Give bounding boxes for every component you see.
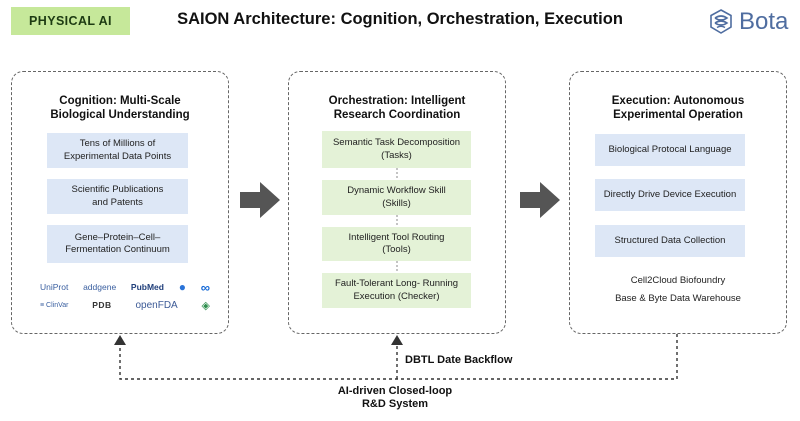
cognition-panel: Cognition: Multi-Scale Biological Unders… [11,71,229,334]
physical-ai-badge: PHYSICAL AI [11,7,130,35]
pubmed-logo: PubMed [130,282,164,292]
closed-loop-label-line2: R&D System [361,398,429,410]
right-arrow-icon [520,182,560,218]
dbtl-backflow-label: DBTL Date Backflow [405,354,513,366]
cognition-item-continuum: Gene–Protein–Cell– Fermentation Continuu… [47,225,188,263]
dotted-connector [396,168,398,180]
dotted-connector [396,215,398,227]
openfda-logo: openFDA [135,299,178,311]
clinvar-logo: ≡ ClinVar [40,301,69,309]
execution-item-device-execution: Directly Drive Device Execution [595,179,745,211]
dotted-connector [396,261,398,273]
circle-source-icon: ● [178,280,186,294]
page-title: SAION Architecture: Cognition, Orchestra… [177,10,623,28]
data-warehouse-label: Base & Byte Data Warehouse [615,293,741,304]
data-source-logos: UniProt addgene PubMed ● ∞ ≡ ClinVar PDB… [40,280,210,312]
cognition-title: Cognition: Multi-Scale Biological Unders… [50,95,190,121]
orchestration-step-tools: Intelligent Tool Routing (Tools) [322,227,471,261]
closed-loop-label-line1: AI-driven Closed-loop [337,385,453,397]
addgene-logo: addgene [83,282,117,292]
meta-logo-icon: ∞ [200,279,210,295]
pdb-logo: PDB [92,300,112,310]
execution-title: Execution: Autonomous Experimental Opera… [611,95,745,121]
right-arrow-icon [240,182,280,218]
cell2cloud-biofoundry-label: Cell2Cloud Biofoundry [630,275,726,286]
orchestration-title: Orchestration: Intelligent Research Coor… [328,95,466,121]
bota-logo: Bota [706,6,788,38]
execution-panel: Execution: Autonomous Experimental Opera… [569,71,787,334]
orchestration-panel: Orchestration: Intelligent Research Coor… [288,71,506,334]
orchestration-step-skills: Dynamic Workflow Skill (Skills) [322,180,471,215]
grid-source-icon: ◈ [201,299,210,312]
uniprot-logo: UniProt [40,282,69,292]
bota-logo-text: Bota [739,8,789,35]
cognition-item-publications: Scientific Publications and Patents [47,179,188,214]
cognition-item-data-points: Tens of Millions of Experimental Data Po… [47,133,188,168]
execution-item-data-collection: Structured Data Collection [595,225,745,257]
execution-item-protocol-language: Biological Protocal Language [595,134,745,166]
orchestration-step-tasks: Semantic Task Decomposition (Tasks) [322,131,471,168]
orchestration-step-checker: Fault-Tolerant Long- Running Execution (… [322,273,471,308]
bota-logo-icon [710,9,732,34]
